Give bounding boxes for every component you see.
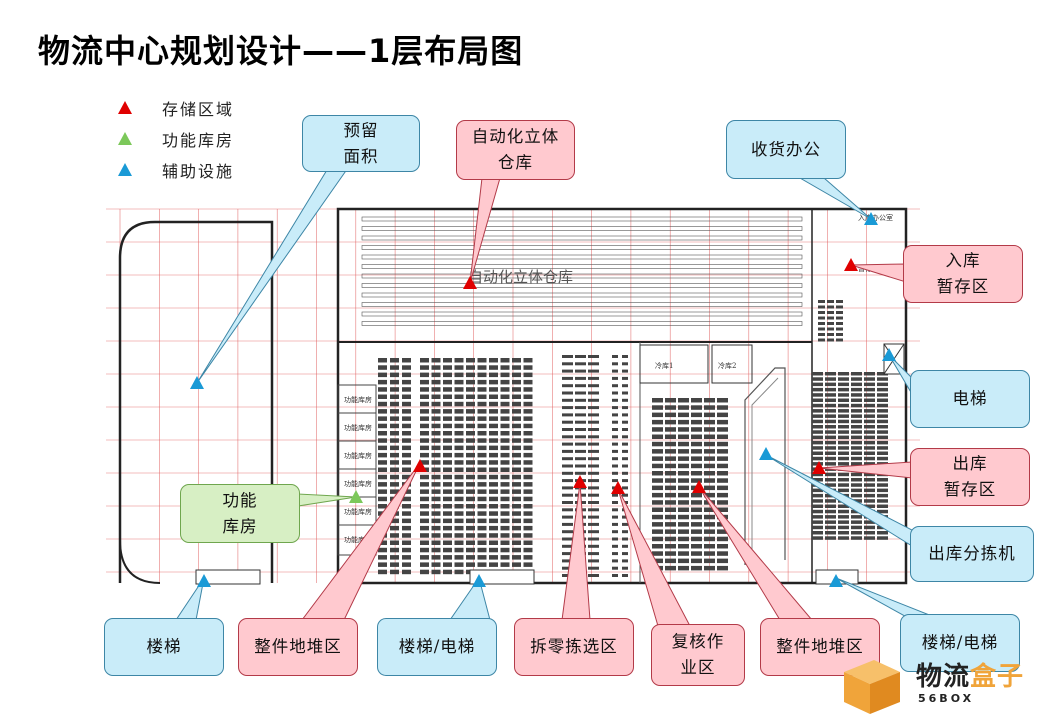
callout-text: 入库 暂存区: [936, 251, 990, 296]
asrs-label: 自动化立体仓库: [468, 268, 573, 286]
blue-triangle-icon: [197, 574, 211, 587]
callout-text: 电梯: [952, 389, 988, 409]
func-room-label: 功能库房: [344, 535, 372, 544]
asrs-racks: [361, 216, 803, 326]
callout-reserved-area: 预留 面积: [302, 115, 420, 172]
blue-triangle-icon: [759, 447, 773, 460]
box-logo-icon: [844, 660, 900, 714]
func-room-label: 功能库房: [344, 423, 372, 432]
callout-text: 出库分拣机: [928, 544, 1016, 564]
callout-functional-storage: 功能 库房: [180, 484, 300, 543]
receiving-office-label: 入库办公室: [858, 213, 893, 222]
callout-receiving-office: 收货办公: [726, 120, 846, 179]
callout-outbound-staging: 出库 暂存区: [910, 448, 1030, 506]
red-triangle-icon: [463, 276, 477, 289]
callout-pointers: [175, 164, 943, 627]
cold-room-2-label: 冷库2: [718, 361, 736, 370]
stair-boxes: [195, 343, 905, 585]
red-triangle-icon: [611, 481, 625, 494]
page-title: 物流中心规划设计——1层布局图: [38, 32, 524, 70]
green-triangle-icon: [349, 490, 363, 503]
blue-triangle-icon: [472, 574, 486, 587]
func-room-label: 功能库房: [344, 479, 372, 488]
callout-pallet-floor-left: 整件地堆区: [238, 618, 358, 676]
watermark-logo: 物流盒子 56BOX: [836, 652, 1036, 716]
watermark-text: 物流盒子: [916, 656, 1024, 693]
callout-text: 整件地堆区: [254, 637, 342, 657]
blue-triangle-icon: [882, 348, 896, 361]
red-triangle-icon: [812, 461, 826, 474]
legend-label: 存储区域: [162, 99, 235, 119]
callout-outbound-sorter: 出库分拣机: [910, 526, 1034, 582]
red-triangle-icon: [573, 475, 587, 488]
watermark-main: 物流: [916, 662, 971, 692]
legend-label: 功能库房: [162, 130, 235, 150]
callout-text: 楼梯: [146, 637, 182, 657]
func-room-label: 功能库房: [344, 451, 372, 460]
callout-asrs: 自动化立体 仓库: [456, 120, 575, 180]
legend-item-functional: 功能库房: [118, 123, 234, 154]
callout-piece-picking: 拆零拣选区: [514, 618, 634, 676]
func-room-label: 功能库房: [344, 507, 372, 516]
legend-item-auxiliary: 辅助设施: [118, 154, 234, 185]
red-triangle-icon: [844, 258, 858, 271]
red-triangle-icon: [118, 101, 132, 114]
sorter-conveyor: [744, 367, 786, 565]
blue-triangle-icon: [190, 376, 204, 389]
callout-stairs-elevator-mid: 楼梯/电梯: [377, 618, 497, 676]
legend: 存储区域 功能库房 辅助设施: [118, 92, 234, 185]
blue-triangle-icon: [118, 163, 132, 176]
blue-triangle-icon: [829, 574, 843, 587]
green-triangle-icon: [118, 132, 132, 145]
legend-label: 辅助设施: [162, 161, 235, 181]
callout-text: 整件地堆区: [776, 637, 864, 657]
callout-text: 楼梯/电梯: [398, 637, 476, 657]
blue-triangle-icon: [864, 212, 878, 225]
location-markers: [190, 212, 896, 587]
watermark-sub: 56BOX: [918, 692, 975, 705]
callout-stairs-elevator-right: 楼梯/电梯: [900, 614, 1020, 672]
watermark-accent: 盒子: [970, 662, 1025, 692]
callout-text: 预留 面积: [343, 120, 379, 166]
func-room-label: 功能库房: [344, 395, 372, 404]
callout-text: 功能 库房: [222, 490, 258, 536]
red-triangle-icon: [413, 459, 427, 472]
callout-review-area: 复核作 业区: [651, 624, 745, 686]
callout-elevator: 电梯: [910, 370, 1030, 428]
callout-text: 楼梯/电梯: [921, 633, 999, 653]
callout-text: 出库 暂存区: [943, 454, 997, 499]
callout-inbound-staging: 入库 暂存区: [903, 245, 1023, 303]
pallet-blocks: [378, 300, 888, 577]
callout-text: 收货办公: [751, 139, 821, 159]
callout-text: 拆零拣选区: [530, 637, 618, 657]
callout-text: 复核作 业区: [671, 632, 725, 677]
red-triangle-icon: [692, 480, 706, 493]
cold-room-1-label: 冷库1: [655, 361, 673, 370]
callout-stairs: 楼梯: [104, 618, 224, 676]
legend-item-storage: 存储区域: [118, 92, 234, 123]
callout-text: 自动化立体 仓库: [471, 127, 560, 172]
